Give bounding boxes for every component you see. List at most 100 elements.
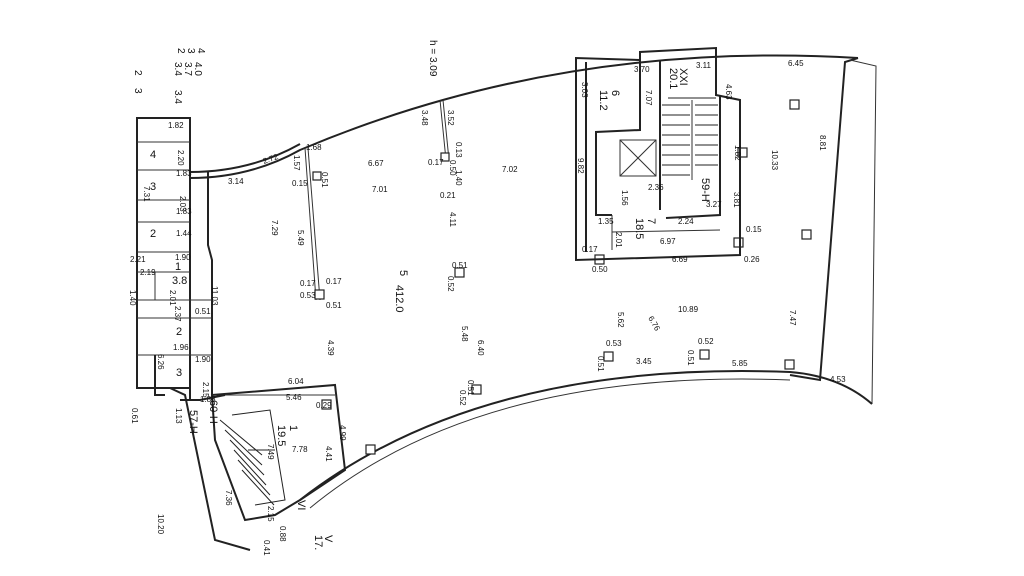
- dim: 6.04: [288, 377, 304, 386]
- dim: 3.14: [228, 177, 244, 186]
- room-1-area: 19.5: [275, 425, 287, 446]
- dim: 0.41: [262, 540, 271, 556]
- room-5-number: 5: [397, 270, 409, 276]
- dim: 8.81: [818, 135, 827, 151]
- dim: 10.20: [156, 514, 165, 535]
- dim: 3.11: [696, 61, 712, 70]
- dim: 1.96: [173, 343, 189, 352]
- dim: 6.76: [646, 315, 662, 333]
- dim: 4.41: [324, 446, 333, 462]
- dim: 0.61: [130, 408, 139, 424]
- dim: 1.56: [620, 190, 629, 206]
- dim: 0.17: [582, 245, 598, 254]
- column: [321, 399, 332, 410]
- column: [737, 147, 748, 158]
- dim: 1.68: [306, 143, 322, 152]
- column: [454, 267, 465, 278]
- room-6-number: 6: [609, 90, 621, 96]
- stair-XXI-area: 20.1: [667, 68, 679, 89]
- header-num: 2: [175, 48, 186, 54]
- labels: 3.4 2 3 4 3.4 3.7 4.0 2 3 h = 3.09 5 412…: [128, 40, 846, 556]
- dim: 2.21: [130, 255, 146, 264]
- dim: 1.40: [454, 170, 463, 186]
- column: [603, 351, 614, 362]
- dim: 6.67: [368, 159, 384, 168]
- top-curved-wall: [189, 54, 859, 179]
- dim: 0.51: [320, 172, 329, 188]
- stair-60H-label: 60-H: [207, 400, 219, 424]
- dim: 7.29: [270, 220, 279, 236]
- dim: 1.44: [176, 229, 192, 238]
- dim: 11.03: [210, 286, 219, 306]
- dim: 3.70: [634, 65, 650, 74]
- elevator-shaft: [619, 139, 657, 177]
- dim: 1.82: [168, 121, 184, 130]
- top-wall-inner: [189, 143, 301, 173]
- bottom-wall-inner: [309, 378, 791, 509]
- dim: 7.31: [142, 186, 151, 202]
- dim: 3.48: [420, 110, 429, 126]
- dim: 0.17: [300, 279, 316, 288]
- stair-59H-label: 59-H: [699, 178, 711, 202]
- dim: 0.50: [448, 160, 457, 176]
- column: [733, 237, 744, 248]
- dim: 2.15: [266, 506, 275, 522]
- dim: 5.62: [616, 312, 625, 328]
- dim: 6.26: [156, 354, 165, 370]
- dim: 7.78: [292, 445, 308, 454]
- stair-XXI-label: XXI: [677, 68, 689, 86]
- dim: 0.51: [195, 307, 211, 316]
- right-wall-outer: [849, 59, 877, 405]
- dim: 1.83: [176, 207, 192, 216]
- dim: 0.51: [326, 301, 342, 310]
- room-6-area: 11.2: [597, 90, 609, 111]
- room-4: 4: [150, 149, 156, 161]
- dim: 7.47: [788, 310, 797, 326]
- column: [440, 152, 450, 162]
- dim: 1.57: [292, 155, 301, 171]
- dim: 6.97: [660, 237, 676, 246]
- dim: 2.24: [678, 217, 694, 226]
- dim: 5.85: [732, 359, 748, 368]
- dim: 7.01: [372, 185, 388, 194]
- dim: 1.90: [175, 253, 191, 262]
- column-lines: [304, 99, 450, 301]
- column: [312, 171, 322, 181]
- header-mark: 2: [132, 70, 143, 76]
- dim: 0.88: [278, 526, 287, 542]
- dim: 1.83: [176, 169, 192, 178]
- dim: 5.46: [286, 393, 302, 402]
- dim: 3.27: [706, 200, 722, 209]
- dim: 2.20: [176, 150, 185, 166]
- dim: 4.53: [830, 375, 846, 384]
- room-3-small: 3: [176, 367, 182, 379]
- room-1-small: 1: [175, 261, 181, 273]
- room-5-area: 412.0: [393, 285, 405, 313]
- left-hall-wall-inner: [207, 172, 213, 400]
- ceiling-height-label: h = 3.09: [427, 40, 438, 77]
- room-1-number: 1: [287, 425, 299, 431]
- room-7-number: 7: [645, 218, 657, 224]
- vi-label: VI: [295, 500, 307, 510]
- dim: 2.15: [201, 382, 210, 398]
- column: [789, 99, 800, 110]
- dim: 4.63: [724, 84, 733, 100]
- dim: 7.49: [266, 444, 275, 460]
- dim: 4.39: [326, 340, 335, 356]
- dim: 6.40: [476, 340, 485, 356]
- v-area: 17.: [312, 535, 324, 550]
- header-height: 4.0: [192, 62, 203, 76]
- room-2: 2: [150, 228, 156, 240]
- room-7-area: 18.5: [633, 218, 645, 239]
- stair-57H-label: 57-Н: [187, 410, 199, 434]
- stair-60H-wall: [169, 387, 251, 551]
- dim: 0.51: [452, 261, 468, 270]
- dim: 3.52: [446, 110, 455, 126]
- column: [314, 289, 325, 300]
- dim: 6.69: [672, 255, 688, 264]
- stairwell-60H: [210, 383, 347, 522]
- dim: 0.51: [686, 350, 695, 366]
- v-label: V: [322, 535, 334, 543]
- core-outline: [575, 46, 741, 262]
